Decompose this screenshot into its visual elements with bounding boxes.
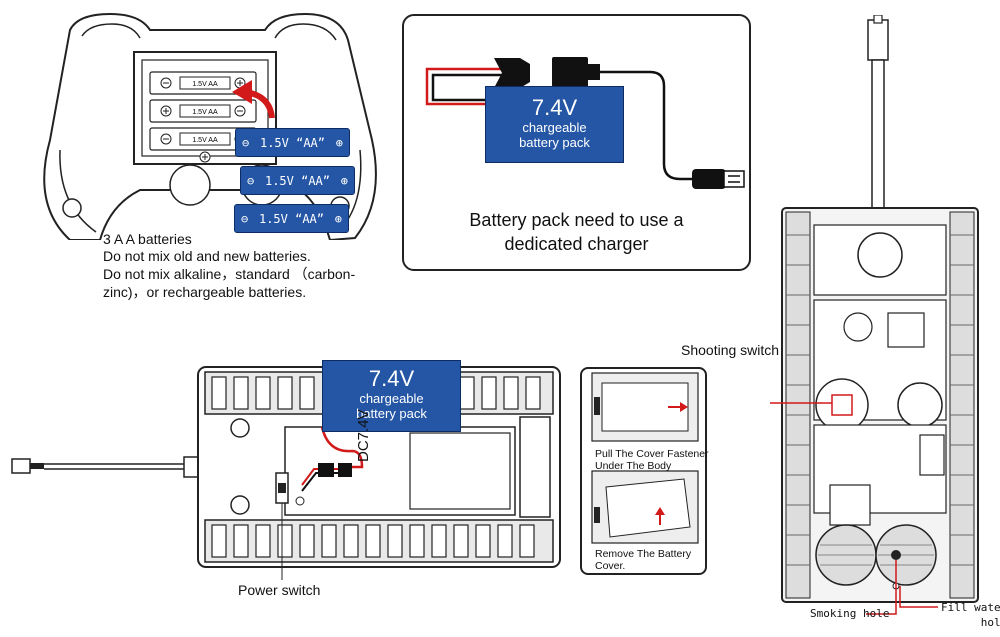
charger-wiring xyxy=(425,57,745,189)
tank-bottom-illustration xyxy=(11,366,561,580)
shooting-switch-label: Shooting switch xyxy=(681,342,780,358)
cover-step-2-text: Remove The Battery Cover. xyxy=(595,548,692,572)
tank-top-illustration xyxy=(770,15,979,615)
battery-note: Do not mix alkaline，standard （carbon- xyxy=(103,266,356,282)
cover-step-1-text: Pull The Cover Fastener Under The Body xyxy=(595,448,709,472)
battery-note: 3 A A batteries xyxy=(103,231,192,247)
usb-plug-icon xyxy=(692,169,726,189)
charger-caption: Battery pack need to use a dedicated cha… xyxy=(469,210,684,254)
battery-note: zinc)，or rechargeable batteries. xyxy=(103,284,307,300)
battery-pack-installed: 7.4V chargeable battery pack xyxy=(322,360,461,432)
fill-water-label: Fill water hole xyxy=(941,601,1000,629)
smoking-hole-label: Smoking hole xyxy=(810,607,890,620)
aa-battery: ⊖1.5V “AA”⊕ xyxy=(240,166,355,195)
compartment-label: 1.5V AA xyxy=(192,137,218,144)
aa-battery: ⊖1.5V “AA”⊕ xyxy=(234,204,349,233)
dc-label: DC7.4V xyxy=(355,409,372,462)
battery-note: Do not mix old and new batteries. xyxy=(103,248,311,264)
controller-illustration: 1.5V AA 1.5V AA 1.5V AA xyxy=(43,12,377,240)
cover-step-illustrations xyxy=(591,372,699,544)
aa-battery: ⊖1.5V “AA”⊕ xyxy=(235,128,350,157)
battery-pack-charger: 7.4V chargeable battery pack xyxy=(485,86,624,163)
compartment-label: 1.5V AA xyxy=(192,81,218,88)
compartment-label: 1.5V AA xyxy=(192,109,218,116)
power-switch-label: Power switch xyxy=(238,582,321,598)
